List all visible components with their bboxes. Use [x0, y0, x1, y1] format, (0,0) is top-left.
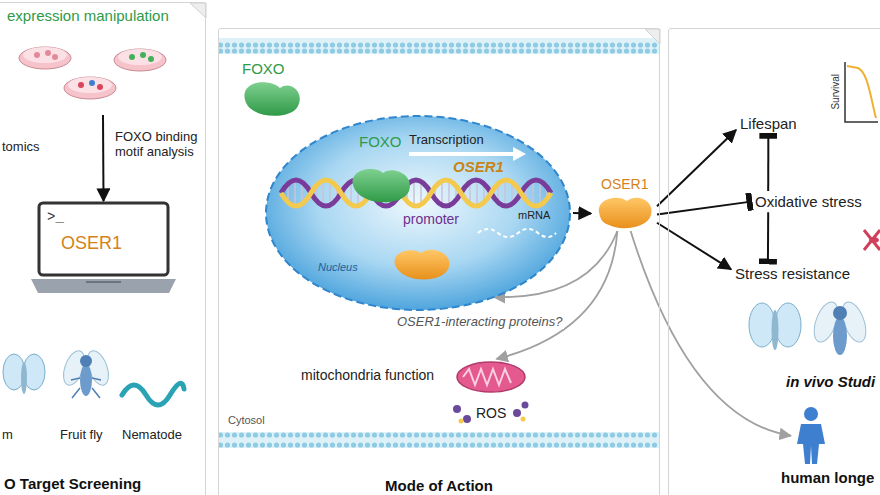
foxo-protein	[244, 82, 299, 116]
culture-dishes	[19, 47, 166, 99]
node-text: OSER1	[453, 158, 504, 175]
stress-resistance-box: Stress resistance	[731, 263, 854, 284]
lifespan-box: Lifespan	[736, 113, 801, 134]
fly-in-vivo	[809, 299, 870, 355]
label: Nematode	[122, 428, 182, 443]
nematode	[122, 383, 184, 405]
node-text: Lifespan	[740, 115, 797, 132]
arrow	[573, 212, 591, 214]
oser1-protein-node: OSER1	[591, 176, 657, 231]
label: FOXO binding motif analysis	[115, 130, 205, 160]
survival-chart	[845, 62, 878, 122]
node-text: Transcription	[409, 133, 484, 148]
mosquito	[864, 230, 880, 250]
label: Cytosol	[228, 414, 265, 427]
screening-panel: O Target Screening expression manipulatio…	[0, 2, 206, 495]
moth-in-vivo	[749, 303, 801, 350]
laptop-box: >_ OSER1	[31, 201, 176, 296]
in-vivo-panel: in vivo Studi LifespanOxidative stressStr…	[668, 28, 880, 495]
action-panel: Mode of Action FOXO TranscriptionOSER1 prom…	[218, 28, 660, 495]
label: FOXO	[242, 60, 285, 77]
silkworm-moth	[3, 354, 45, 394]
node-text: Mode of Action	[219, 477, 659, 494]
label: m	[2, 428, 13, 443]
membrane-bottom	[219, 432, 659, 448]
arrow	[102, 115, 105, 201]
label: tomics	[2, 140, 40, 155]
arrow	[631, 231, 791, 436]
node-text: O Target Screening	[4, 475, 141, 492]
label: Fruit fly	[60, 428, 103, 443]
node-text: Stress resistance	[735, 265, 850, 282]
page-curls	[190, 3, 660, 44]
membrane-top	[219, 38, 659, 54]
oxidative-stress-box: Oxidative stress	[751, 191, 866, 212]
node-text: expression manipulation	[7, 7, 169, 24]
node-text: OSER1	[601, 176, 648, 192]
inhibition-line	[767, 212, 769, 263]
expression-group: expression manipulation	[5, 5, 201, 115]
inhibition-line	[657, 202, 751, 215]
node-text: Nucleus	[318, 261, 358, 274]
label: Survival	[830, 70, 842, 114]
node-text: in vivo Studi	[786, 373, 875, 390]
node-text: ROS	[476, 405, 506, 421]
node-text: Oxidative stress	[755, 193, 862, 210]
nucleus: FOXO TranscriptionOSER1 promoter mRNA Nucleu…	[263, 113, 573, 313]
edge-label: OSER1-interacting proteins?	[395, 314, 564, 329]
node-text: OSER1	[61, 233, 122, 254]
node-text: >_	[47, 209, 64, 225]
node-text: promoter	[403, 211, 459, 227]
node-text: FOXO	[359, 133, 402, 150]
human-node: human longe	[781, 406, 879, 491]
mitochondria-node: mitochondria functionROS	[301, 359, 531, 429]
node-text: mitochondria function	[301, 367, 434, 383]
fruit-fly	[59, 348, 112, 398]
inhibition-line	[767, 134, 769, 191]
node-text: mRNA	[518, 209, 550, 222]
node-text: human longe	[781, 469, 874, 486]
